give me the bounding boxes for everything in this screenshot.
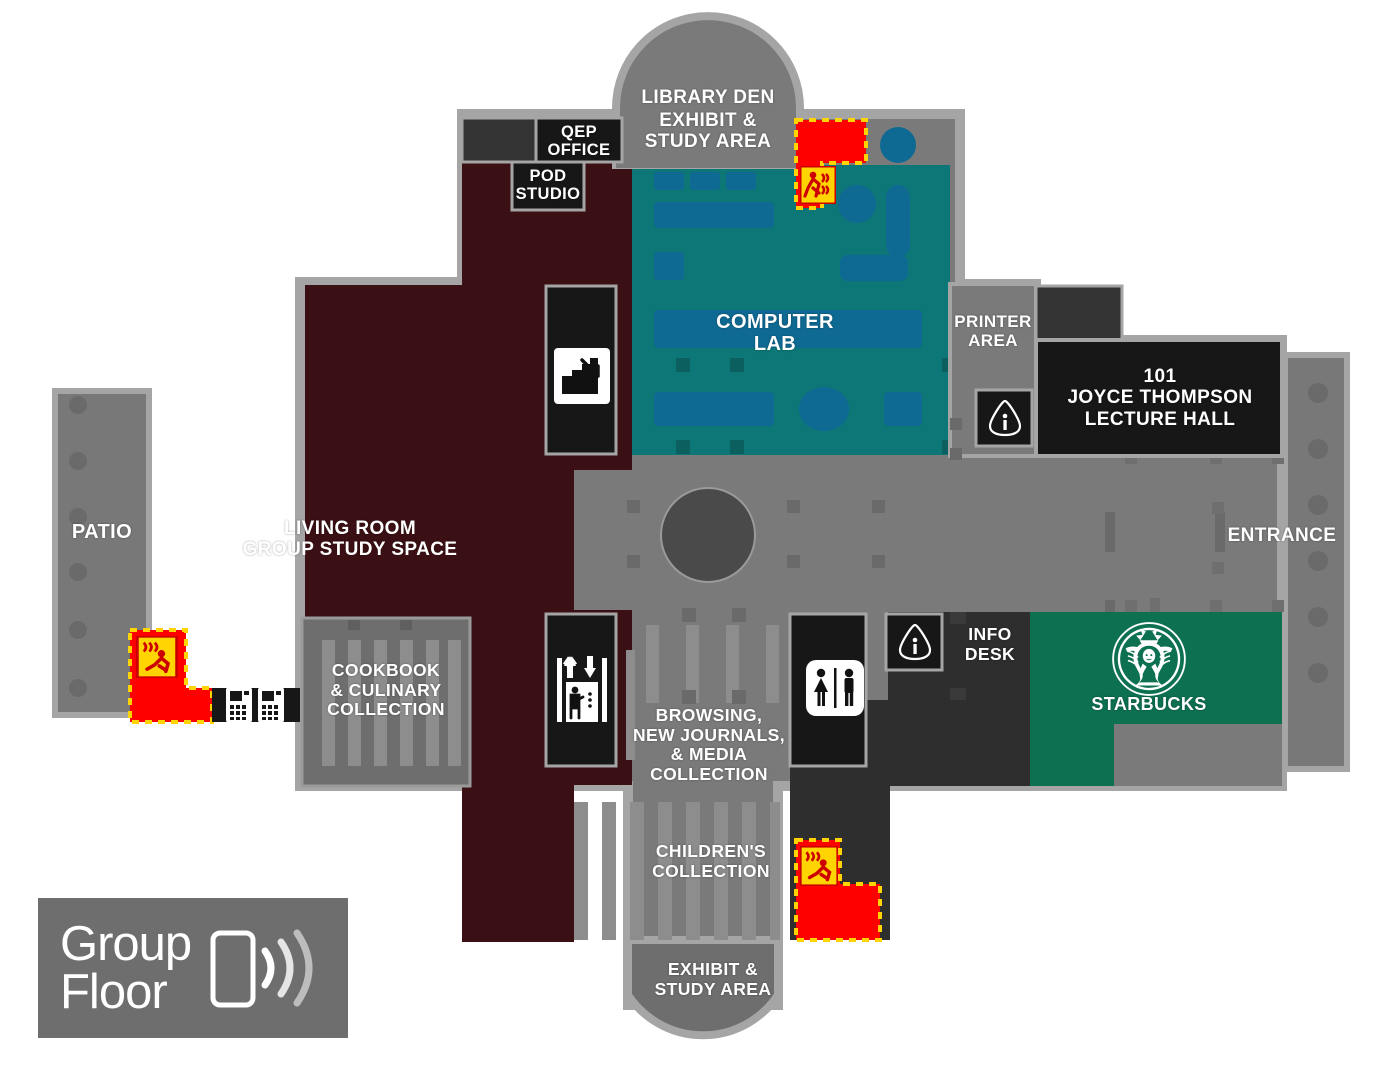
stairs-down-icon: [554, 348, 610, 404]
floor-badge-line2: Floor: [60, 965, 168, 1019]
floor-badge-text: Group Floor: [60, 916, 192, 1019]
vending-machine-icon: [226, 687, 284, 723]
fire-exit-icon: [136, 636, 178, 678]
library-den-area: [612, 12, 804, 169]
pod-studio-area: [510, 160, 586, 212]
fire-exit-icon: [800, 166, 836, 204]
lobby-feature-circle: [660, 487, 756, 583]
floor-badge-line1: Group: [60, 916, 192, 971]
lecture-hall-area: [1034, 338, 1284, 458]
information-icon: [988, 399, 1022, 437]
floor-badge: Group Floor: [38, 898, 348, 1038]
mobile-signal-icon: [209, 923, 317, 1013]
starbucks-siren-icon: [1112, 622, 1186, 696]
childrens-shelves: [574, 802, 780, 940]
fire-exit-icon: [800, 846, 838, 886]
information-icon: [898, 623, 932, 661]
computer-lab-furniture: [654, 127, 922, 431]
browsing-shelves: [626, 625, 779, 760]
qep-office-area: [534, 116, 624, 164]
qep-neighbour-room: [460, 116, 550, 164]
elevator-icon: [557, 656, 607, 722]
cookbook-shelves: [322, 640, 461, 766]
service-room-upper: [1034, 284, 1124, 344]
restroom-icon: [806, 660, 864, 716]
exhibit-study-area-south: [624, 936, 782, 1040]
